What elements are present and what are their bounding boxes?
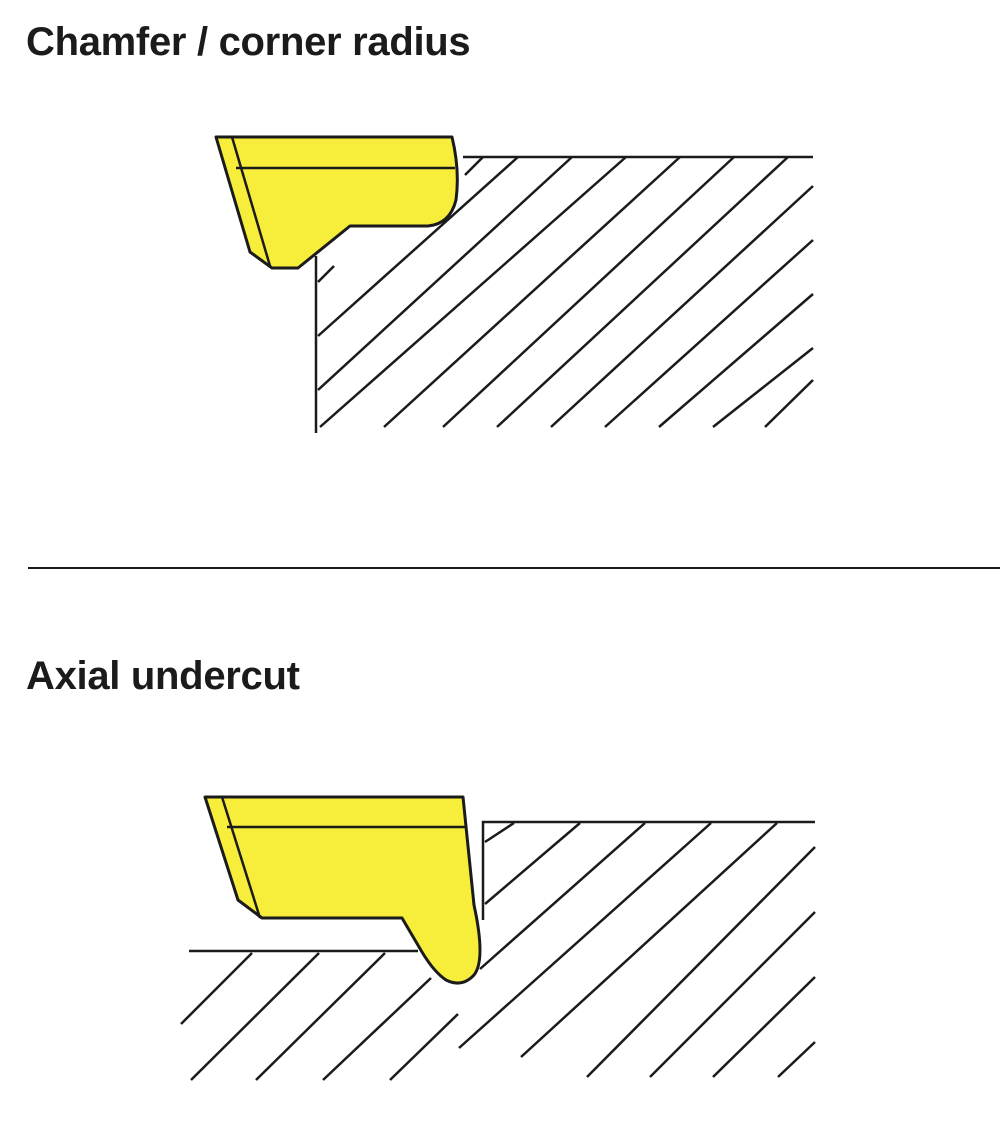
chamfer-corner-radius-diagram — [214, 135, 814, 433]
insert-undercut — [203, 795, 482, 985]
workpiece-hatching-top — [314, 155, 814, 433]
insert-chamfer — [214, 135, 459, 270]
section-divider — [28, 567, 1000, 569]
workpiece-hatching-bottom — [180, 820, 816, 1081]
section-title-chamfer: Chamfer / corner radius — [26, 20, 471, 64]
section-title-axial-undercut: Axial undercut — [26, 654, 300, 698]
axial-undercut-diagram — [180, 795, 816, 1081]
